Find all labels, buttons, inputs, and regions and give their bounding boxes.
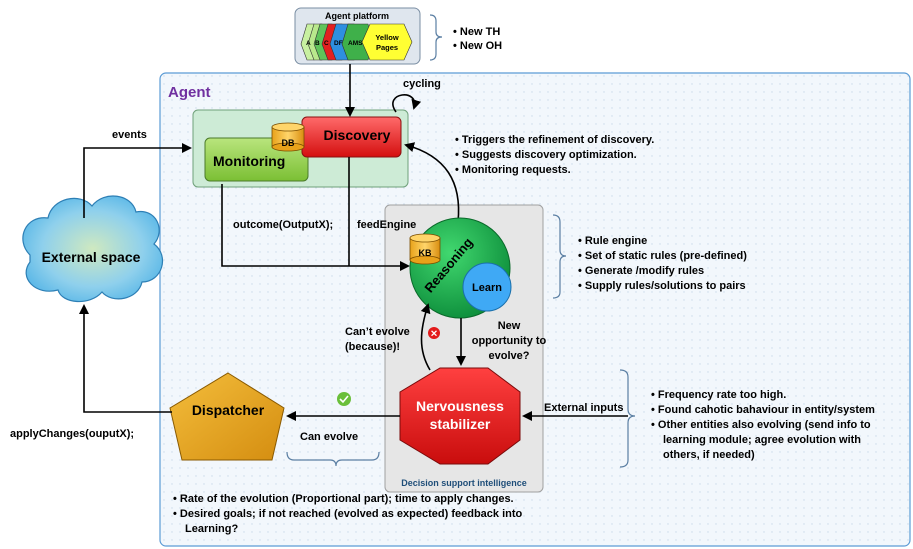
monitoring-discovery-module: Monitoring Discovery DB [192, 109, 409, 188]
svg-text:• Found cahotic bahaviour in: • Found cahotic bahaviour in entity/syst… [651, 404, 875, 416]
segment-label-ams: AMS [348, 40, 363, 47]
segment-label-b: B [315, 40, 320, 47]
external-inputs-label: External inputs [544, 402, 623, 414]
svg-text:• Set of static rules (pre-de: • Set of static rules (pre-defined) [578, 250, 747, 262]
svg-text:• Rule engine: • Rule engine [578, 235, 647, 247]
reasoning-brace [552, 214, 567, 299]
svg-text:✕: ✕ [430, 329, 438, 339]
svg-text:• Other entities also evolvin: • Other entities also evolving (send inf… [651, 419, 871, 431]
cycling-label: cycling [403, 78, 441, 90]
can-evolve-label: Can evolve [300, 431, 358, 443]
svg-text:• New OH: • New OH [453, 40, 502, 52]
svg-text:• Generate /modify rules: • Generate /modify rules [578, 265, 704, 277]
cant-evolve-label-2: (because)! [345, 341, 400, 353]
reasoning-bullets: • Rule engine • Set of static rules (pre… [578, 235, 747, 292]
cant-evolve-arrow [420, 303, 431, 371]
bottom-bullets: • Rate of the evolution (Proportional pa… [173, 493, 523, 535]
yellow-pages-label-2: Pages [376, 43, 398, 52]
reasoning-to-discovery-arrow [404, 142, 460, 223]
dsi-title: Decision support intelligence [401, 478, 527, 488]
new-opportunity-label-2: opportunity to [472, 335, 547, 347]
dispatcher-label: Dispatcher [192, 402, 265, 418]
platform-bullets: • New TH • New OH [453, 26, 502, 52]
refinement-bullets: • Triggers the refinement of discovery. … [455, 134, 654, 176]
apply-changes-arrow [79, 304, 172, 413]
svg-text:• New TH: • New TH [453, 26, 500, 38]
reasoning-circle[interactable]: Reasoning Learn KB [409, 217, 512, 319]
external-space-cloud[interactable]: External space [22, 195, 164, 303]
platform-segments: A B C DF AMS Yellow Pages [300, 23, 413, 61]
kb-label: KB [419, 248, 432, 258]
check-icon [337, 392, 351, 406]
dispatcher-brace [286, 451, 380, 467]
outcome-label: outcome(OutputX); [233, 219, 333, 231]
svg-text:Learning?: Learning? [185, 523, 238, 535]
svg-text:others, if needed): others, if needed) [663, 449, 755, 461]
svg-text:• Monitoring requests.: • Monitoring requests. [455, 164, 571, 176]
events-arrow [83, 143, 192, 218]
db-label: DB [282, 138, 295, 148]
segment-label-a: A [306, 40, 311, 47]
svg-text:• Supply rules/solutions to p: • Supply rules/solutions to pairs [578, 280, 746, 292]
learn-circle[interactable] [462, 262, 512, 312]
apply-changes-label: applyChanges(ouputX); [10, 428, 134, 440]
yellow-pages-label-1: Yellow [375, 33, 399, 42]
new-opportunity-label-1: New [498, 320, 521, 332]
outcome-arrow [221, 184, 410, 271]
cant-evolve-label-1: Can’t evolve [345, 326, 410, 338]
cross-icon: ✕ [428, 327, 440, 339]
monitoring-label: Monitoring [213, 153, 285, 169]
svg-text:• Desired goals; if not reach: • Desired goals; if not reached (evolved… [173, 508, 523, 520]
input-bullets: • Frequency rate too high. • Found cahot… [651, 389, 875, 461]
svg-text:• Rate of the evolution (Prop: • Rate of the evolution (Proportional pa… [173, 493, 514, 505]
platform-title: Agent platform [325, 11, 389, 21]
events-label: events [112, 129, 147, 141]
inputs-brace [619, 369, 636, 468]
stabilizer-label-1: Nervousness [416, 398, 504, 414]
segment-label-df: DF [334, 40, 343, 47]
agent-platform: Agent platform A B C DF AMS Yellow Pages [294, 7, 421, 65]
dispatcher[interactable]: Dispatcher [169, 372, 285, 461]
new-opportunity-label-3: evolve? [489, 350, 530, 362]
learn-label: Learn [472, 282, 502, 294]
stabilizer-label-2: stabilizer [430, 416, 491, 432]
svg-text:• Suggests discovery optimiza: • Suggests discovery optimization. [455, 149, 637, 161]
db-cylinder: DB [271, 122, 305, 152]
external-space-label: External space [42, 249, 141, 265]
platform-brace [429, 14, 443, 61]
agent-title: Agent [168, 84, 211, 101]
discovery-label: Discovery [324, 127, 391, 143]
feed-engine-label: feedEngine [357, 219, 416, 231]
nervousness-stabilizer[interactable]: Nervousness stabilizer [399, 367, 521, 465]
segment-label-c: C [324, 40, 329, 47]
kb-cylinder: KB [409, 233, 441, 265]
svg-text:learning module; agree evoluti: learning module; agree evolution with [663, 434, 861, 446]
svg-text:• Frequency rate too high.: • Frequency rate too high. [651, 389, 786, 401]
svg-text:• Triggers the refinement of: • Triggers the refinement of discovery. [455, 134, 654, 146]
cycling-arrow [392, 94, 422, 113]
